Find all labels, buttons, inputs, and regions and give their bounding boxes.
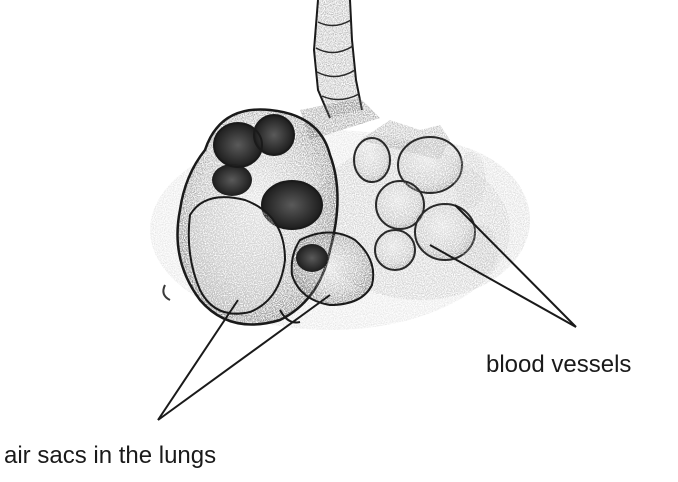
blood-vessels-label: blood vessels: [486, 351, 631, 379]
air-sacs-label: air sacs in the lungs: [4, 442, 216, 470]
bronchiole: [300, 0, 380, 140]
air-sacs-pointer-left: [158, 300, 238, 420]
